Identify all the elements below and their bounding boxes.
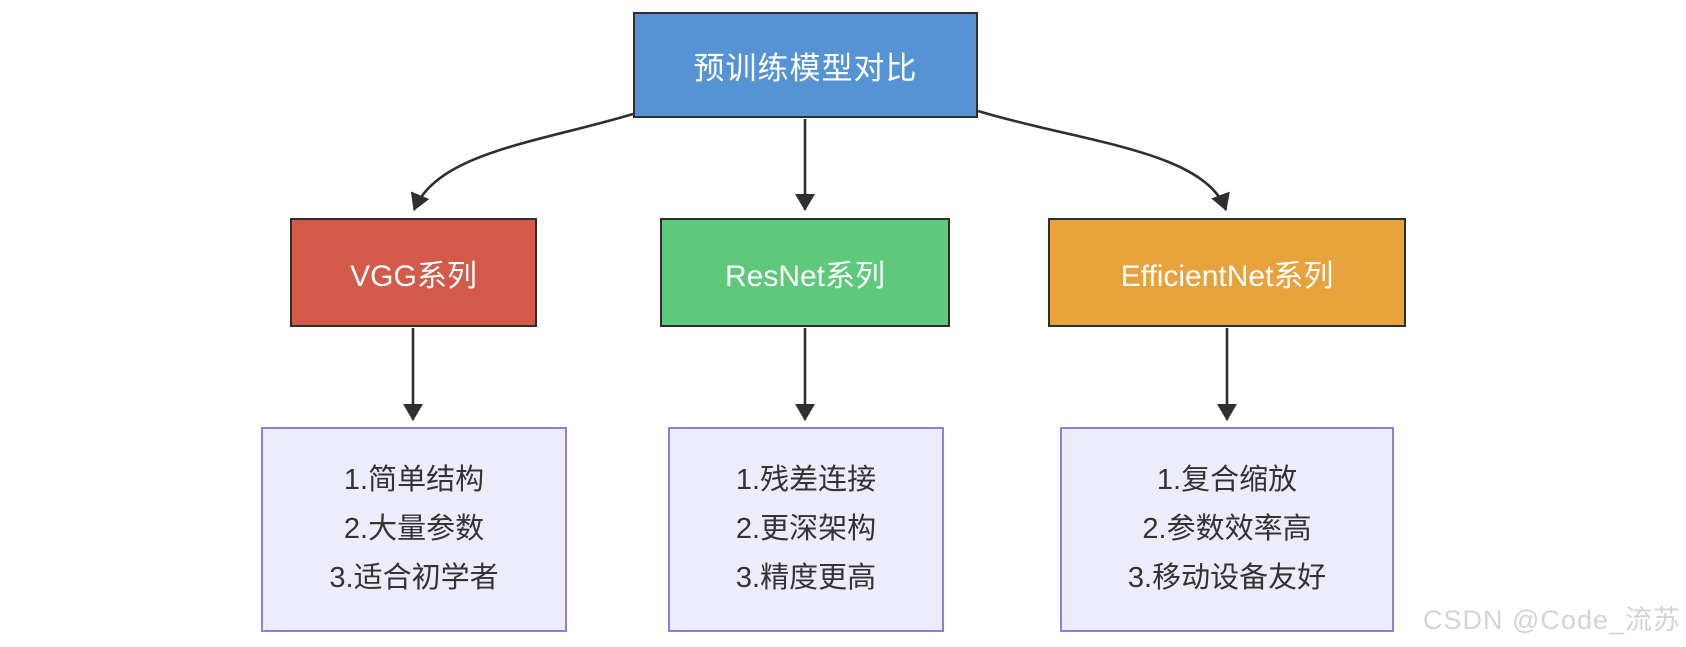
feature-line: 1.残差连接 [735, 464, 877, 496]
feature-line: 2.更深架构 [735, 513, 877, 545]
feature-line: 1.复合缩放 [1156, 464, 1298, 496]
feature-line: 3.精度更高 [735, 562, 877, 594]
watermark: CSDN @Code_流苏 [1423, 605, 1681, 635]
detail-box-vgg: 1.简单结构 2.大量参数 3.适合初学者 [261, 427, 567, 632]
node-vgg: VGG系列 [290, 218, 537, 327]
feature-line: 2.大量参数 [343, 513, 485, 545]
edge-root-efficientnet [977, 109, 1230, 211]
node-resnet: ResNet系列 [660, 218, 950, 327]
node-root: 预训练模型对比 [633, 12, 978, 118]
node-root-label: 预训练模型对比 [693, 50, 918, 86]
feature-line: 3.适合初学者 [329, 562, 499, 594]
node-vgg-label: VGG系列 [350, 259, 477, 293]
node-efficientnet: EfficientNet系列 [1048, 218, 1406, 327]
detail-box-resnet: 1.残差连接 2.更深架构 3.精度更高 [668, 427, 944, 632]
node-resnet-label: ResNet系列 [724, 259, 886, 293]
feature-line: 3.移动设备友好 [1127, 562, 1327, 594]
edge-root-vgg [410, 112, 634, 211]
node-efficientnet-label: EfficientNet系列 [1120, 259, 1334, 293]
feature-line: 2.参数效率高 [1142, 513, 1312, 545]
feature-line: 1.简单结构 [343, 464, 485, 496]
detail-box-efficientnet: 1.复合缩放 2.参数效率高 3.移动设备友好 [1060, 427, 1394, 632]
